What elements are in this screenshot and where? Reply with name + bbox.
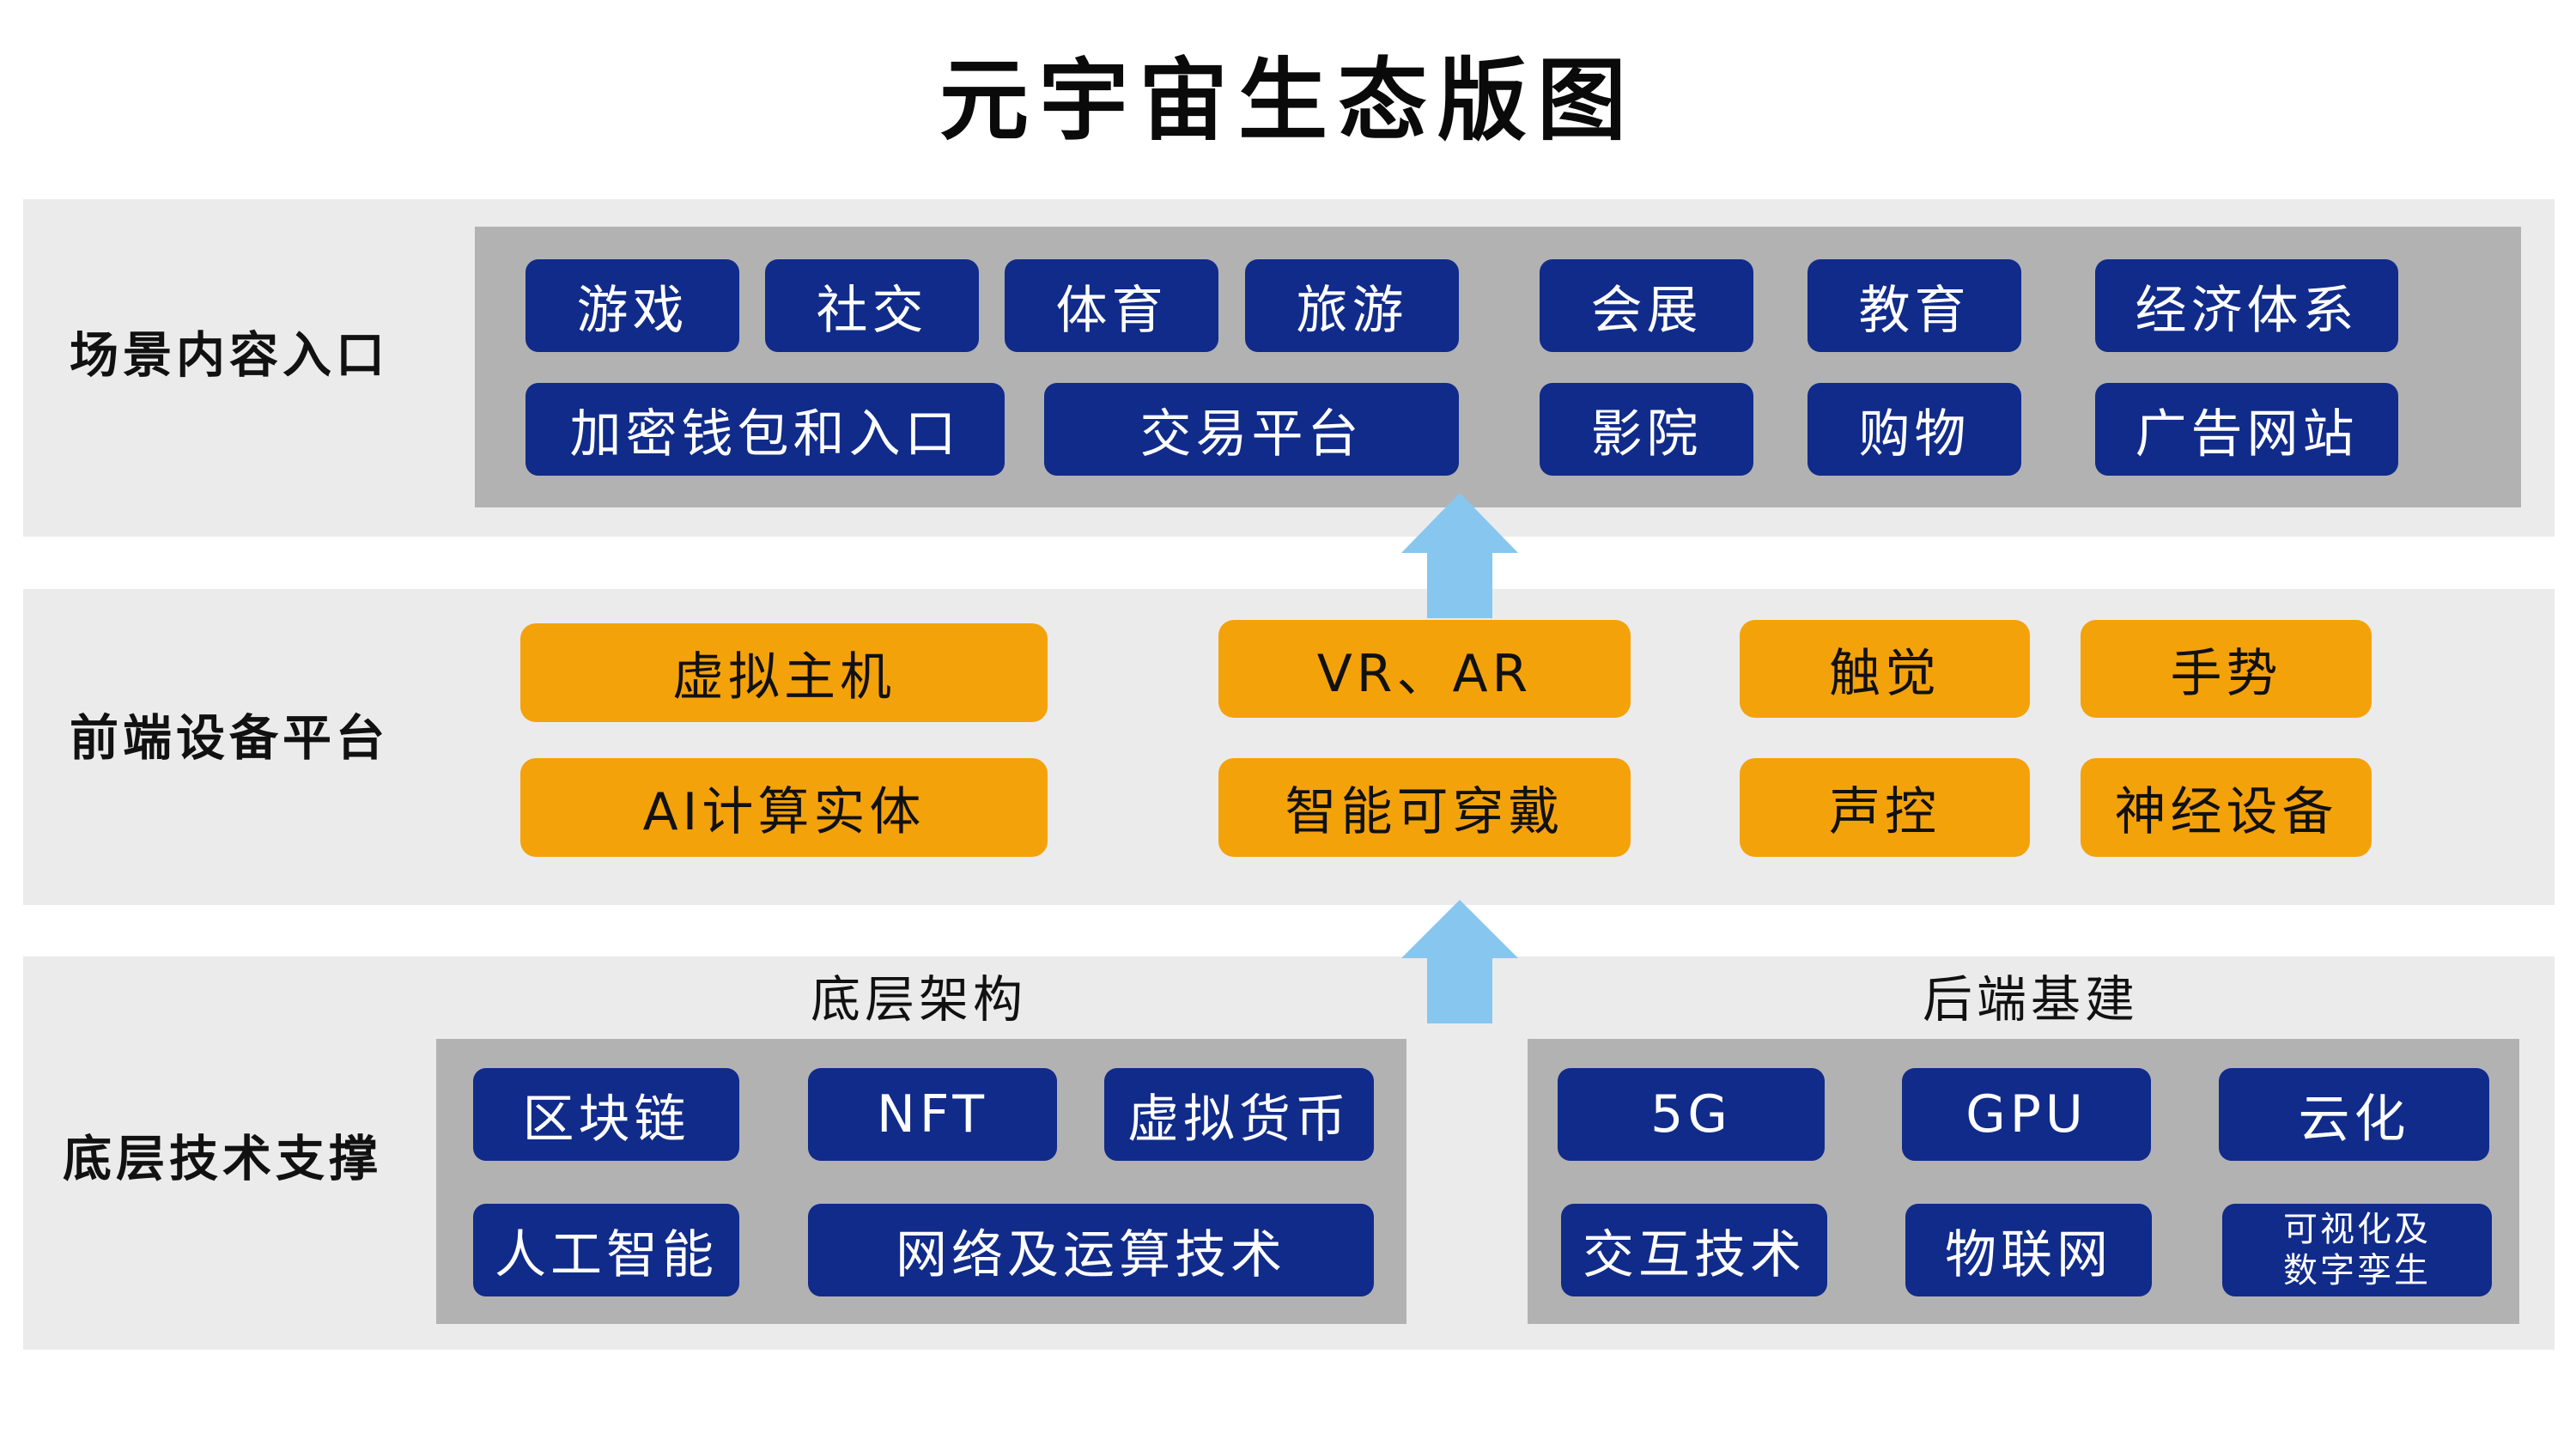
infrastructure-item: 区块链 — [473, 1068, 739, 1161]
frontend-item: 声控 — [1740, 758, 2030, 857]
scene-item: 交易平台 — [1044, 383, 1459, 476]
page-title: 元宇宙生态版图 — [939, 48, 1637, 153]
backend-item: 可视化及 数字孪生 — [2222, 1204, 2492, 1296]
backend-item: 交互技术 — [1561, 1204, 1827, 1296]
scene-item: 广告网站 — [2095, 383, 2398, 476]
infrastructure-title: 底层架构 — [810, 970, 1027, 1029]
frontend-item: 虚拟主机 — [520, 623, 1048, 722]
scene-item: 加密钱包和入口 — [526, 383, 1005, 476]
frontend-layer-label: 前端设备平台 — [70, 710, 389, 767]
scene-layer: 场景内容入口 — [23, 199, 2555, 537]
scene-item: 游戏 — [526, 259, 739, 352]
frontend-item: 手势 — [2081, 620, 2372, 718]
frontend-item: 神经设备 — [2081, 758, 2372, 857]
scene-item: 旅游 — [1245, 259, 1459, 352]
arrow-up-icon — [1401, 900, 1518, 1023]
scene-item: 体育 — [1005, 259, 1218, 352]
backend-title: 后端基建 — [1922, 970, 2139, 1029]
frontend-item: 触觉 — [1740, 620, 2030, 718]
backend-item: 5G — [1558, 1068, 1825, 1161]
base-layer-label: 底层技术支撑 — [63, 1131, 382, 1187]
scene-item: 经济体系 — [2095, 259, 2398, 352]
arrow-up-icon — [1401, 493, 1518, 618]
backend-item: GPU — [1902, 1068, 2151, 1161]
frontend-item: AI计算实体 — [520, 758, 1048, 857]
frontend-item: VR、AR — [1218, 620, 1631, 718]
scene-layer-label: 场景内容入口 — [70, 327, 389, 384]
frontend-item: 智能可穿戴 — [1218, 758, 1631, 857]
backend-item: 物联网 — [1905, 1204, 2152, 1296]
backend-item: 云化 — [2219, 1068, 2489, 1161]
scene-item: 教育 — [1807, 259, 2021, 352]
scene-item: 影院 — [1540, 383, 1753, 476]
infrastructure-item: 网络及运算技术 — [808, 1204, 1374, 1296]
infrastructure-item: 人工智能 — [473, 1204, 739, 1296]
infrastructure-item: NFT — [808, 1068, 1057, 1161]
infrastructure-item: 虚拟货币 — [1104, 1068, 1374, 1161]
scene-item: 社交 — [765, 259, 979, 352]
scene-item: 会展 — [1540, 259, 1753, 352]
scene-item: 购物 — [1807, 383, 2021, 476]
